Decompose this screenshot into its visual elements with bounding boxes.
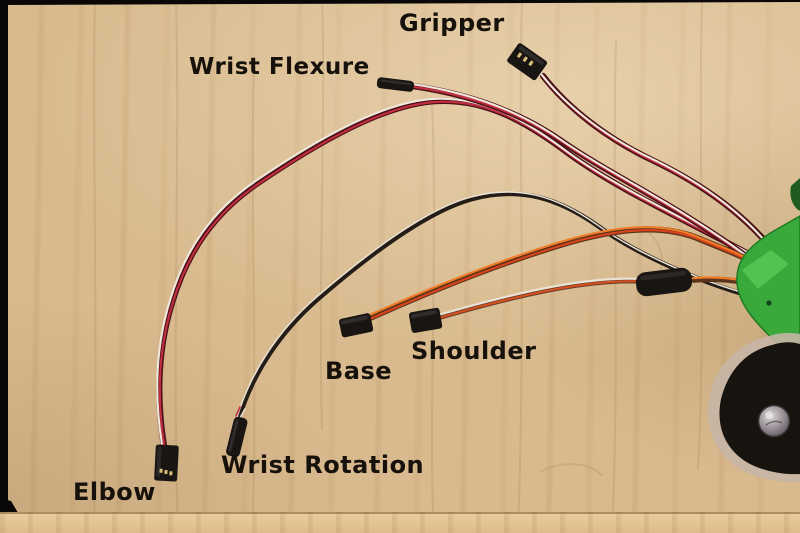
bracket-screw-hole bbox=[766, 300, 772, 306]
label-wrist-rotation: Wrist Rotation bbox=[221, 451, 425, 479]
wrist-rotation-cable bbox=[235, 191, 753, 424]
label-wrist-flexure: Wrist Flexure bbox=[189, 54, 370, 80]
inline-connector bbox=[635, 267, 693, 297]
label-elbow: Elbow bbox=[73, 478, 156, 506]
label-gripper: Gripper bbox=[399, 9, 505, 37]
table-edge bbox=[0, 512, 800, 533]
screw-highlight bbox=[765, 411, 773, 419]
base-disc bbox=[708, 332, 800, 483]
wrist-flexure-cable bbox=[409, 82, 758, 266]
base-connector bbox=[339, 313, 374, 338]
elbow-cable bbox=[156, 97, 760, 450]
bracket-edge-sliver bbox=[790, 178, 800, 211]
gripper-cable bbox=[539, 72, 770, 246]
label-base: Base bbox=[325, 357, 393, 385]
base-cable bbox=[366, 226, 766, 322]
shoulder-cable bbox=[437, 276, 761, 320]
wrist-flexure-connector bbox=[376, 77, 415, 92]
wrist-rotation-connector bbox=[226, 416, 248, 458]
gripper-connector bbox=[507, 43, 548, 81]
elbow-connector bbox=[154, 444, 179, 482]
shoulder-connector bbox=[408, 307, 443, 333]
disc-body bbox=[719, 342, 800, 475]
label-shoulder: Shoulder bbox=[411, 337, 537, 365]
screw-slot bbox=[765, 420, 783, 426]
green-bracket bbox=[736, 215, 800, 351]
